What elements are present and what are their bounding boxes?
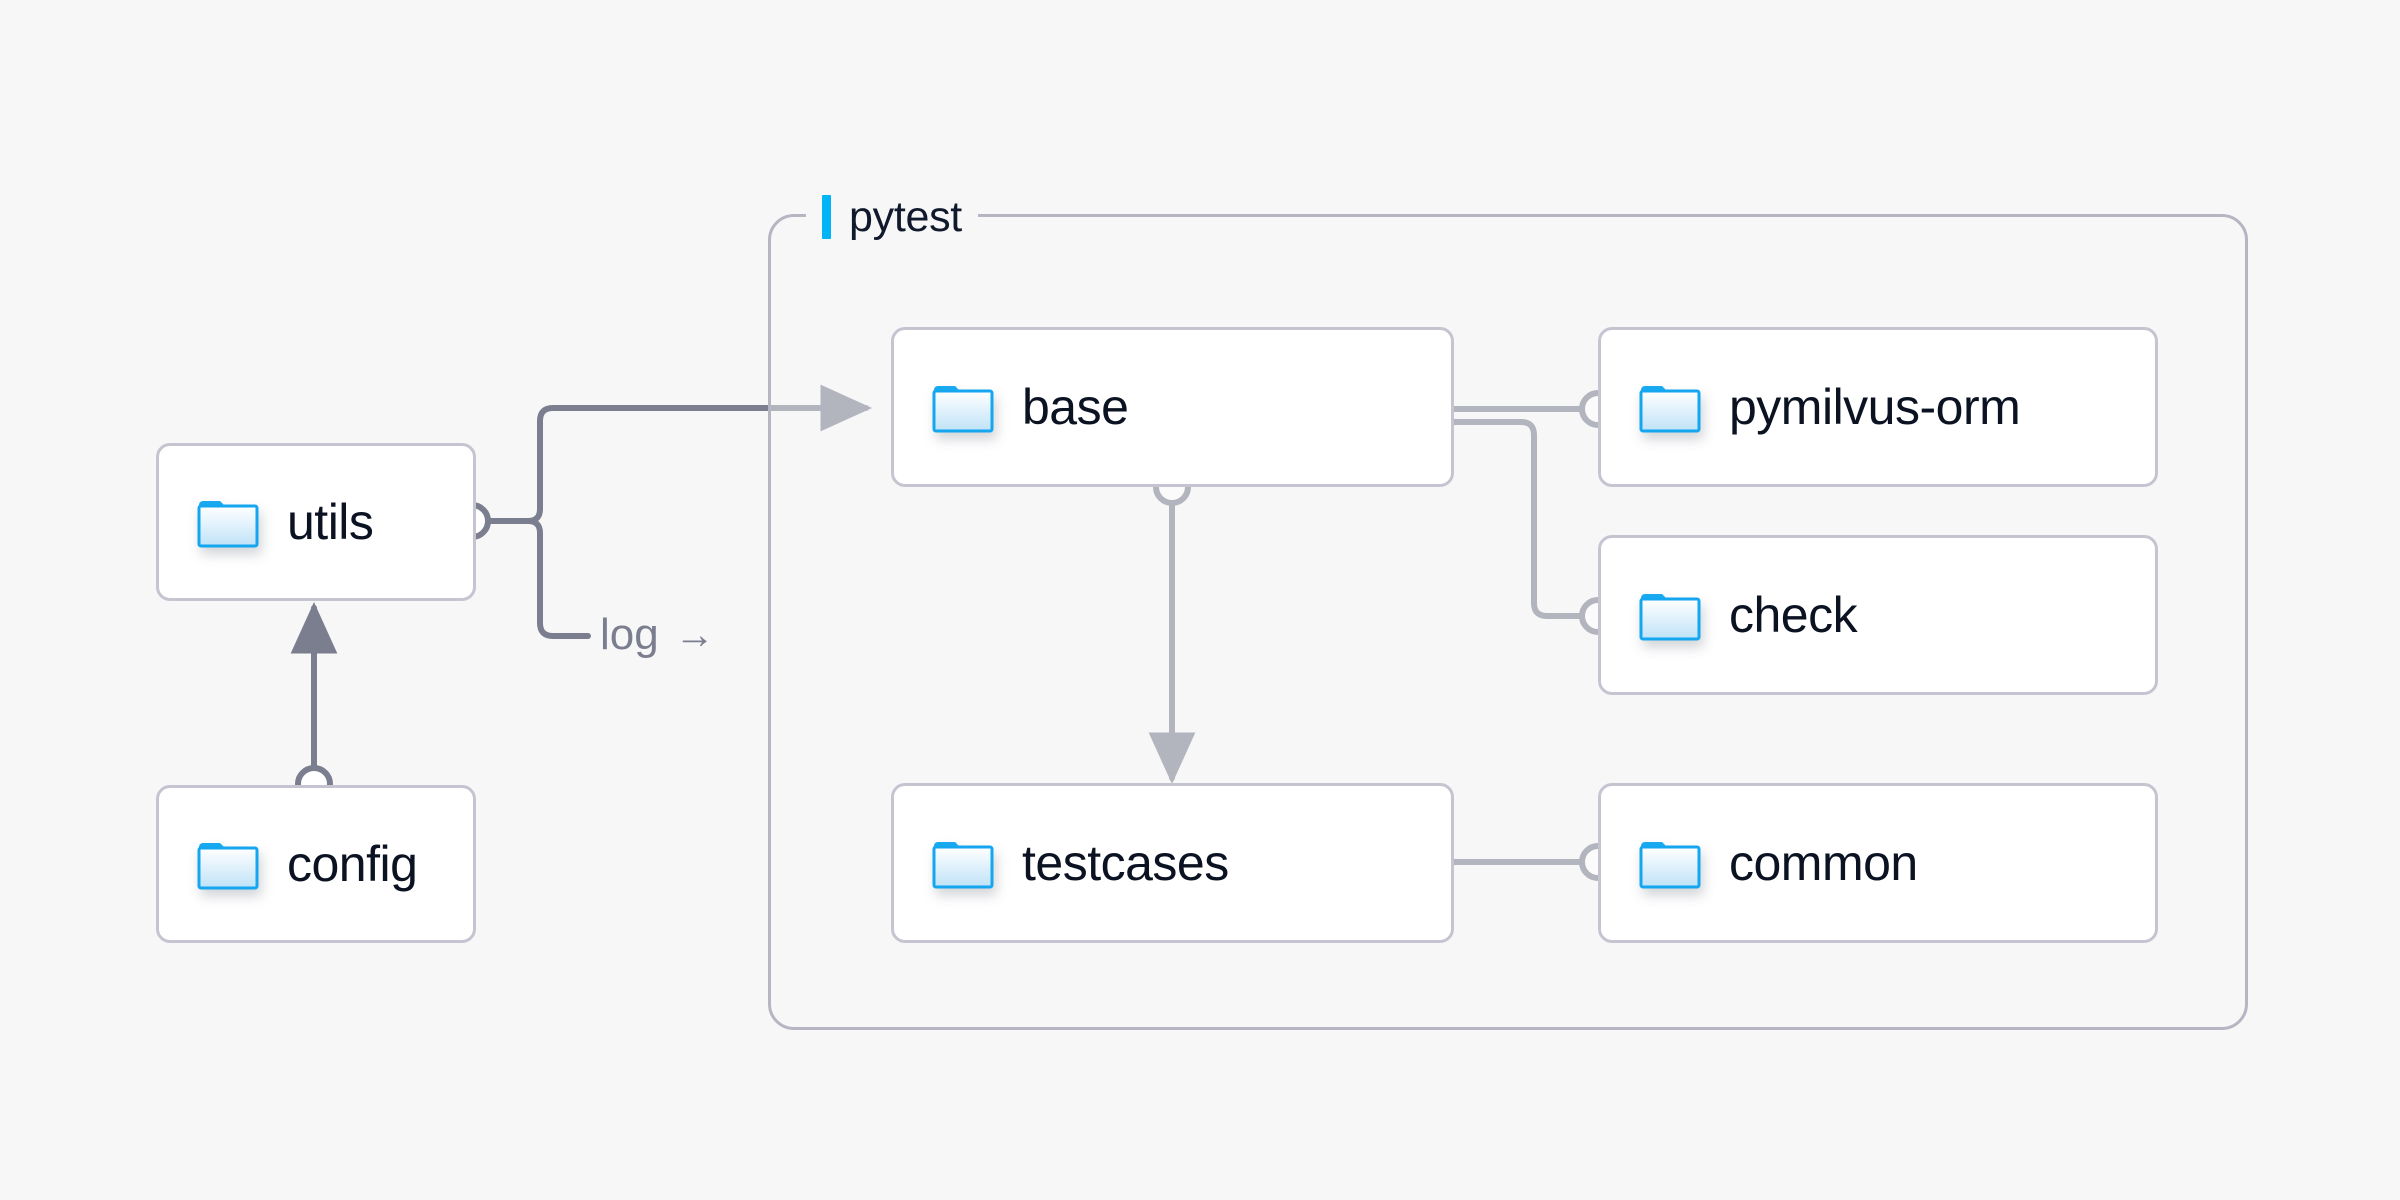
node-label: config — [287, 836, 418, 892]
node-common[interactable]: common — [1598, 783, 2158, 943]
folder-icon — [932, 381, 994, 433]
edge-utils-log — [483, 518, 591, 639]
folder-icon — [197, 838, 259, 890]
node-testcases[interactable]: testcases — [891, 783, 1454, 943]
node-label: testcases — [1022, 835, 1229, 891]
node-check[interactable]: check — [1598, 535, 2158, 695]
edge-label-log-text: log — [600, 610, 659, 659]
folder-icon — [1639, 589, 1701, 641]
folder-icon — [197, 496, 259, 548]
folder-icon — [1639, 381, 1701, 433]
arrow-right-icon: → — [674, 613, 715, 657]
node-label: pymilvus-orm — [1729, 379, 2021, 435]
node-label: common — [1729, 835, 1918, 891]
node-label: base — [1022, 379, 1129, 435]
group-title: pytest — [849, 192, 962, 241]
edge-config-utils — [290, 601, 338, 803]
folder-icon — [1639, 837, 1701, 889]
group-pytest-label: pytest — [806, 190, 978, 244]
node-config[interactable]: config — [156, 785, 476, 943]
node-label: check — [1729, 587, 1858, 643]
edge-label-log: log → — [600, 613, 715, 657]
node-utils[interactable]: utils — [156, 443, 476, 601]
folder-icon — [932, 837, 994, 889]
node-pymilvus-orm[interactable]: pymilvus-orm — [1598, 327, 2158, 487]
node-base[interactable]: base — [891, 327, 1454, 487]
node-label: utils — [287, 494, 374, 550]
group-accent-bar — [822, 195, 831, 239]
